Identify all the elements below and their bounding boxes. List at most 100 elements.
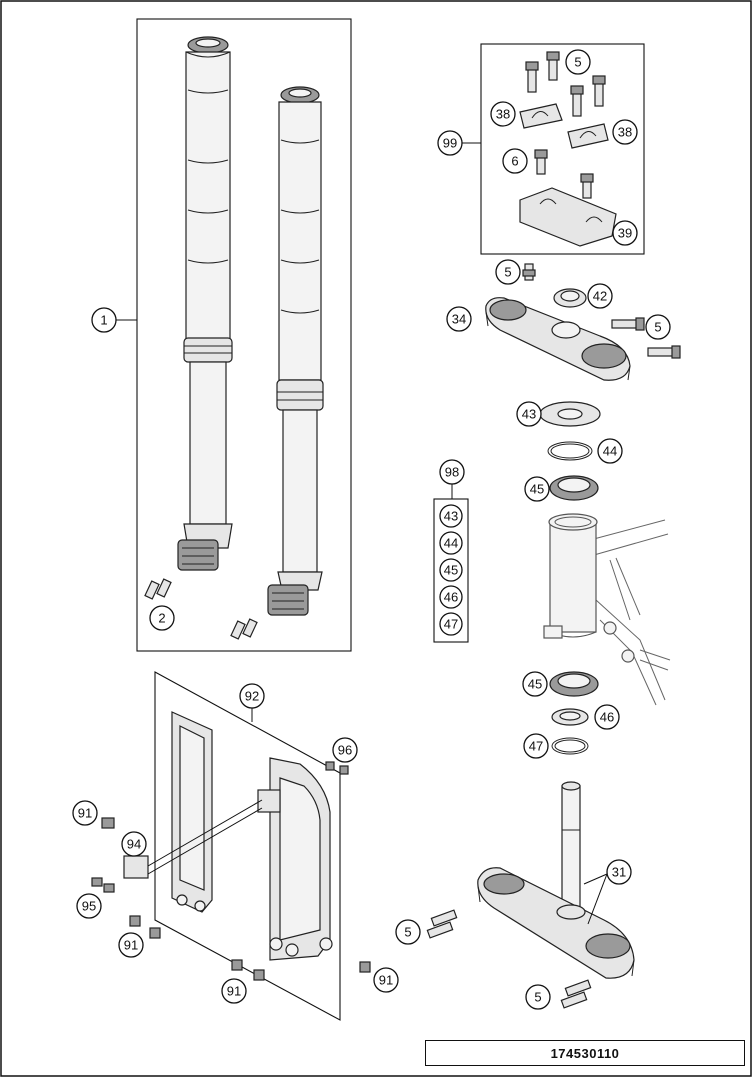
fork-bolts-left <box>144 578 172 600</box>
short-bolt-6 <box>534 149 548 175</box>
fork-legs-frame <box>136 18 352 652</box>
svg-text:91: 91 <box>379 973 393 988</box>
clamp-kit-frame <box>480 43 645 255</box>
svg-text:91: 91 <box>78 806 92 821</box>
svg-text:5: 5 <box>404 925 411 940</box>
svg-text:99: 99 <box>443 136 457 151</box>
left-fork-leg <box>177 36 233 571</box>
fork-protector-left <box>171 711 213 913</box>
upper-clamp-right <box>567 123 609 149</box>
callout-94: 94 <box>121 831 147 857</box>
bearing-45-lower <box>549 671 599 697</box>
steering-nut-42 <box>553 288 587 308</box>
svg-text:31: 31 <box>612 865 626 880</box>
kit-98-item-47: 47 <box>439 612 463 636</box>
callout-1: 1 <box>91 307 117 333</box>
kit-98-item-43: 43 <box>439 504 463 528</box>
svg-text:39: 39 <box>618 226 632 241</box>
upper-clamp-left <box>519 103 563 129</box>
svg-text:98: 98 <box>445 465 459 480</box>
svg-text:1: 1 <box>100 313 107 328</box>
svg-text:44: 44 <box>444 536 458 551</box>
svg-text:47: 47 <box>444 617 458 632</box>
callout-92: 92 <box>239 683 265 709</box>
callout-5-stem: 5 <box>495 259 521 285</box>
o-ring-47 <box>551 737 589 755</box>
svg-text:92: 92 <box>245 689 259 704</box>
callout-31: 31 <box>606 859 632 885</box>
upper-triple-clamp <box>485 263 631 381</box>
o-ring-44 <box>547 441 593 461</box>
clamp-side-bolts <box>611 317 681 359</box>
svg-text:5: 5 <box>534 990 541 1005</box>
svg-text:95: 95 <box>82 899 96 914</box>
right-fork-leg <box>267 86 324 616</box>
callout-99: 99 <box>437 130 463 156</box>
protector-screws <box>91 761 371 981</box>
svg-text:5: 5 <box>654 320 661 335</box>
callout-91-b: 91 <box>118 932 144 958</box>
callout-44: 44 <box>597 438 623 464</box>
bearing-45-upper <box>549 475 599 501</box>
callout-5-top: 5 <box>565 49 591 75</box>
fork-protector-frame <box>154 671 341 1021</box>
kit-98-list-frame <box>433 498 469 643</box>
callout-2: 2 <box>149 605 175 631</box>
svg-text:91: 91 <box>124 938 138 953</box>
callout-6: 6 <box>502 148 528 174</box>
lower-triple-clamp <box>477 781 635 979</box>
svg-text:45: 45 <box>528 677 542 692</box>
document-number: 174530110 <box>425 1040 745 1066</box>
svg-text:43: 43 <box>522 407 536 422</box>
svg-text:5: 5 <box>504 265 511 280</box>
svg-text:46: 46 <box>600 710 614 725</box>
svg-text:44: 44 <box>603 444 617 459</box>
callout-95: 95 <box>76 893 102 919</box>
guide-bracket-94 <box>123 799 263 879</box>
svg-text:47: 47 <box>529 739 543 754</box>
lower-clamp-bolts-left <box>426 909 458 939</box>
callout-43: 43 <box>516 401 542 427</box>
svg-text:38: 38 <box>496 107 510 122</box>
callout-96: 96 <box>332 737 358 763</box>
callout-91-a: 91 <box>72 800 98 826</box>
svg-text:5: 5 <box>574 55 581 70</box>
callout-91-c: 91 <box>221 978 247 1004</box>
svg-text:34: 34 <box>452 312 466 327</box>
lower-clamp-bridge <box>519 173 617 247</box>
svg-text:42: 42 <box>593 289 607 304</box>
clamp-bolts <box>525 51 606 117</box>
lower-clamp-bolts-right <box>560 979 592 1009</box>
callout-38-left: 38 <box>490 101 516 127</box>
callout-39: 39 <box>612 220 638 246</box>
callout-5-lower-left: 5 <box>395 919 421 945</box>
callout-47: 47 <box>523 733 549 759</box>
kit-98-item-46: 46 <box>439 585 463 609</box>
kit-98-item-45: 45 <box>439 558 463 582</box>
callout-5-lower-right: 5 <box>525 984 551 1010</box>
svg-text:91: 91 <box>227 984 241 999</box>
callout-34: 34 <box>446 306 472 332</box>
svg-text:6: 6 <box>511 154 518 169</box>
svg-text:94: 94 <box>127 837 141 852</box>
callout-46: 46 <box>594 704 620 730</box>
svg-text:45: 45 <box>444 563 458 578</box>
svg-text:43: 43 <box>444 509 458 524</box>
callout-5-side: 5 <box>645 314 671 340</box>
callout-91-d: 91 <box>373 967 399 993</box>
svg-text:45: 45 <box>530 482 544 497</box>
callout-45-lower: 45 <box>522 671 548 697</box>
svg-text:2: 2 <box>158 611 165 626</box>
dust-seal-43 <box>539 401 601 427</box>
callout-98: 98 <box>439 459 465 485</box>
svg-text:46: 46 <box>444 590 458 605</box>
svg-text:38: 38 <box>618 125 632 140</box>
callout-38-right: 38 <box>612 119 638 145</box>
callout-45-upper: 45 <box>524 476 550 502</box>
fork-protector-right <box>257 757 333 961</box>
kit-98-item-44: 44 <box>439 531 463 555</box>
frame-head-tube <box>543 513 671 706</box>
fork-bolts-right <box>230 618 258 640</box>
